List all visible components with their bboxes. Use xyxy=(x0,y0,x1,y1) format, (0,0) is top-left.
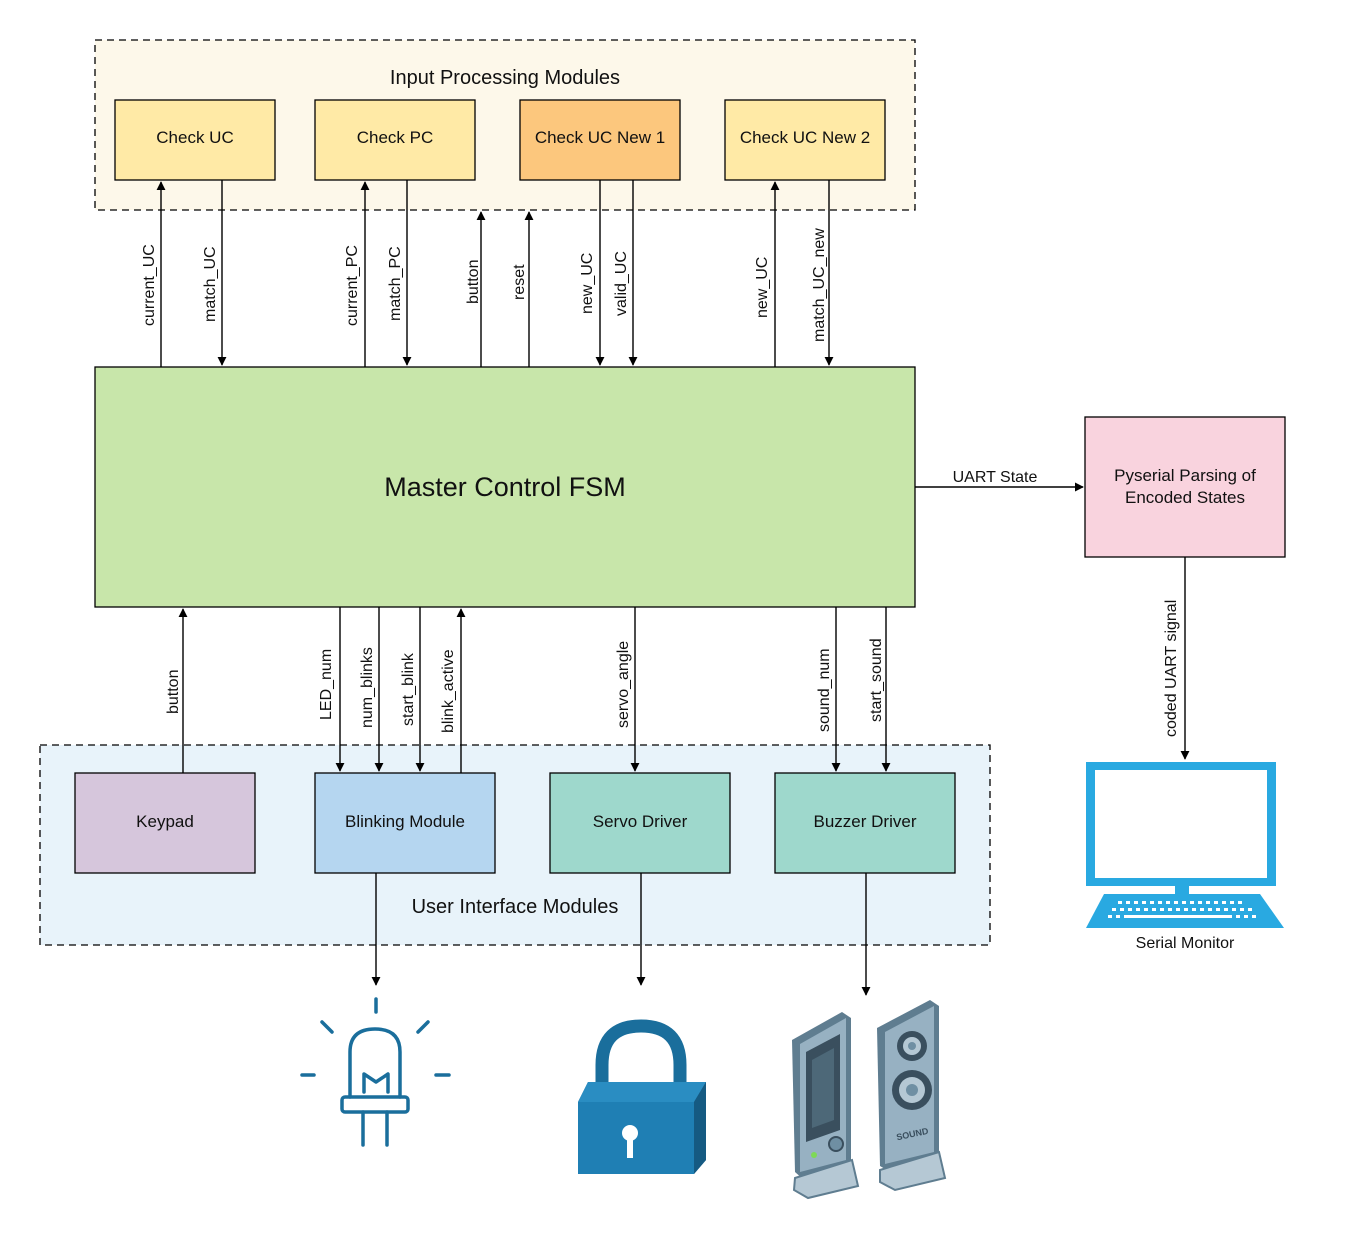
led-icon xyxy=(300,997,451,1147)
match-pc-signal: match_PC xyxy=(387,246,404,321)
match-uc-new-signal: match_UC_new xyxy=(811,228,828,342)
reset-signal: reset xyxy=(511,264,528,300)
check-uc-new2-label: Check UC New 2 xyxy=(740,128,870,147)
keypad-box: Keypad xyxy=(74,772,256,874)
blinking-module-label: Blinking Module xyxy=(345,812,465,831)
check-pc-label: Check PC xyxy=(357,128,434,147)
servo-driver-box: Servo Driver xyxy=(549,772,731,874)
start-sound-signal: start_sound xyxy=(868,638,885,722)
input-group-label: Input Processing Modules xyxy=(390,67,620,89)
button-bottom-signal: button xyxy=(165,670,182,714)
device-arrows xyxy=(371,873,871,996)
new-uc-2-signal: new_UC xyxy=(754,257,771,318)
servo-angle-signal: servo_angle xyxy=(615,641,632,728)
top-signal-arrows xyxy=(156,180,834,367)
serial-monitor-icon: Serial Monitor xyxy=(1086,762,1284,952)
current-uc-signal: current_UC xyxy=(141,244,158,326)
new-uc-1-signal: new_UC xyxy=(579,253,596,314)
master-control-box: Master Control FSM xyxy=(94,366,916,608)
lock-icon xyxy=(578,1019,706,1174)
master-control-label: Master Control FSM xyxy=(384,472,626,502)
check-uc-new1-box: Check UC New 1 xyxy=(519,99,681,181)
blinking-module-box: Blinking Module xyxy=(314,772,496,874)
match-uc-signal: match_UC xyxy=(202,246,219,322)
check-pc-box: Check PC xyxy=(314,99,476,181)
num-blinks-signal: num_blinks xyxy=(359,647,376,728)
serial-monitor-label: Serial Monitor xyxy=(1136,935,1235,952)
current-pc-signal: current_PC xyxy=(344,245,361,326)
speakers-icon: SOUND xyxy=(792,1000,947,1200)
bottom-signal-arrows xyxy=(178,607,891,773)
sound-num-signal: sound_num xyxy=(816,648,833,732)
keypad-label: Keypad xyxy=(136,812,194,831)
pyserial-label-line1: Pyserial Parsing of xyxy=(1114,466,1256,485)
check-uc-new2-box: Check UC New 2 xyxy=(724,99,886,181)
blink-active-signal: blink_active xyxy=(440,649,457,733)
servo-driver-label: Servo Driver xyxy=(593,812,688,831)
valid-uc-signal: valid_UC xyxy=(613,251,630,316)
button-top-signal: button xyxy=(465,260,482,304)
buzzer-driver-label: Buzzer Driver xyxy=(814,812,917,831)
uart-state-signal: UART State xyxy=(953,469,1038,486)
pyserial-label-line2: Encoded States xyxy=(1125,488,1245,507)
start-blink-signal: start_blink xyxy=(400,652,417,726)
led-num-signal: LED_num xyxy=(318,649,335,720)
buzzer-driver-box: Buzzer Driver xyxy=(774,772,956,874)
check-uc-label: Check UC xyxy=(156,128,233,147)
ui-group-label: User Interface Modules xyxy=(412,896,619,918)
coded-uart-signal: coded UART signal xyxy=(1163,600,1180,737)
check-uc-box: Check UC xyxy=(114,99,276,181)
check-uc-new1-label: Check UC New 1 xyxy=(535,128,665,147)
pyserial-box: Pyserial Parsing of Encoded States xyxy=(1084,416,1286,558)
